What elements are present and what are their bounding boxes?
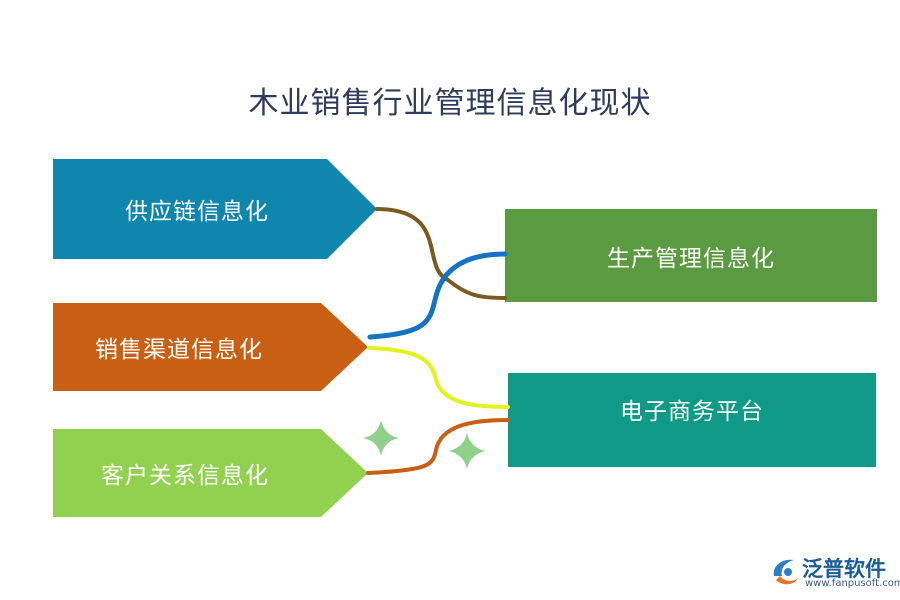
connector-sales-to-ecommerce — [367, 346, 510, 409]
customer-relation-arrow-shape — [53, 429, 368, 517]
sparkle-star-icon — [449, 433, 485, 469]
customer-relation-label: 客户关系信息化 — [101, 463, 269, 489]
production-management-box-shape — [505, 209, 877, 302]
connector-customer-to-ecommerce — [366, 418, 510, 475]
connector-supply-to-production — [375, 207, 507, 300]
production-management-label: 生产管理信息化 — [607, 245, 775, 272]
sales-channel-arrow-shape — [53, 303, 368, 391]
logo-url-text: www.fanpusoft.com — [805, 578, 900, 589]
ecommerce-platform-label: 电子商务平台 — [620, 399, 764, 425]
supply-chain-arrow-shape — [53, 159, 377, 259]
supply-chain-label: 供应链信息化 — [125, 199, 269, 225]
sparkle-star-icon — [363, 420, 399, 456]
sales-channel-label: 销售渠道信息化 — [95, 337, 263, 363]
logo-name-text: 泛普软件 — [802, 557, 886, 581]
fanpu-logo-icon — [773, 559, 798, 585]
connector-sales-to-production — [367, 251, 508, 340]
diagram-title: 木业销售行业管理信息化现状 — [248, 86, 652, 121]
ecommerce-platform-box-shape — [508, 373, 876, 467]
